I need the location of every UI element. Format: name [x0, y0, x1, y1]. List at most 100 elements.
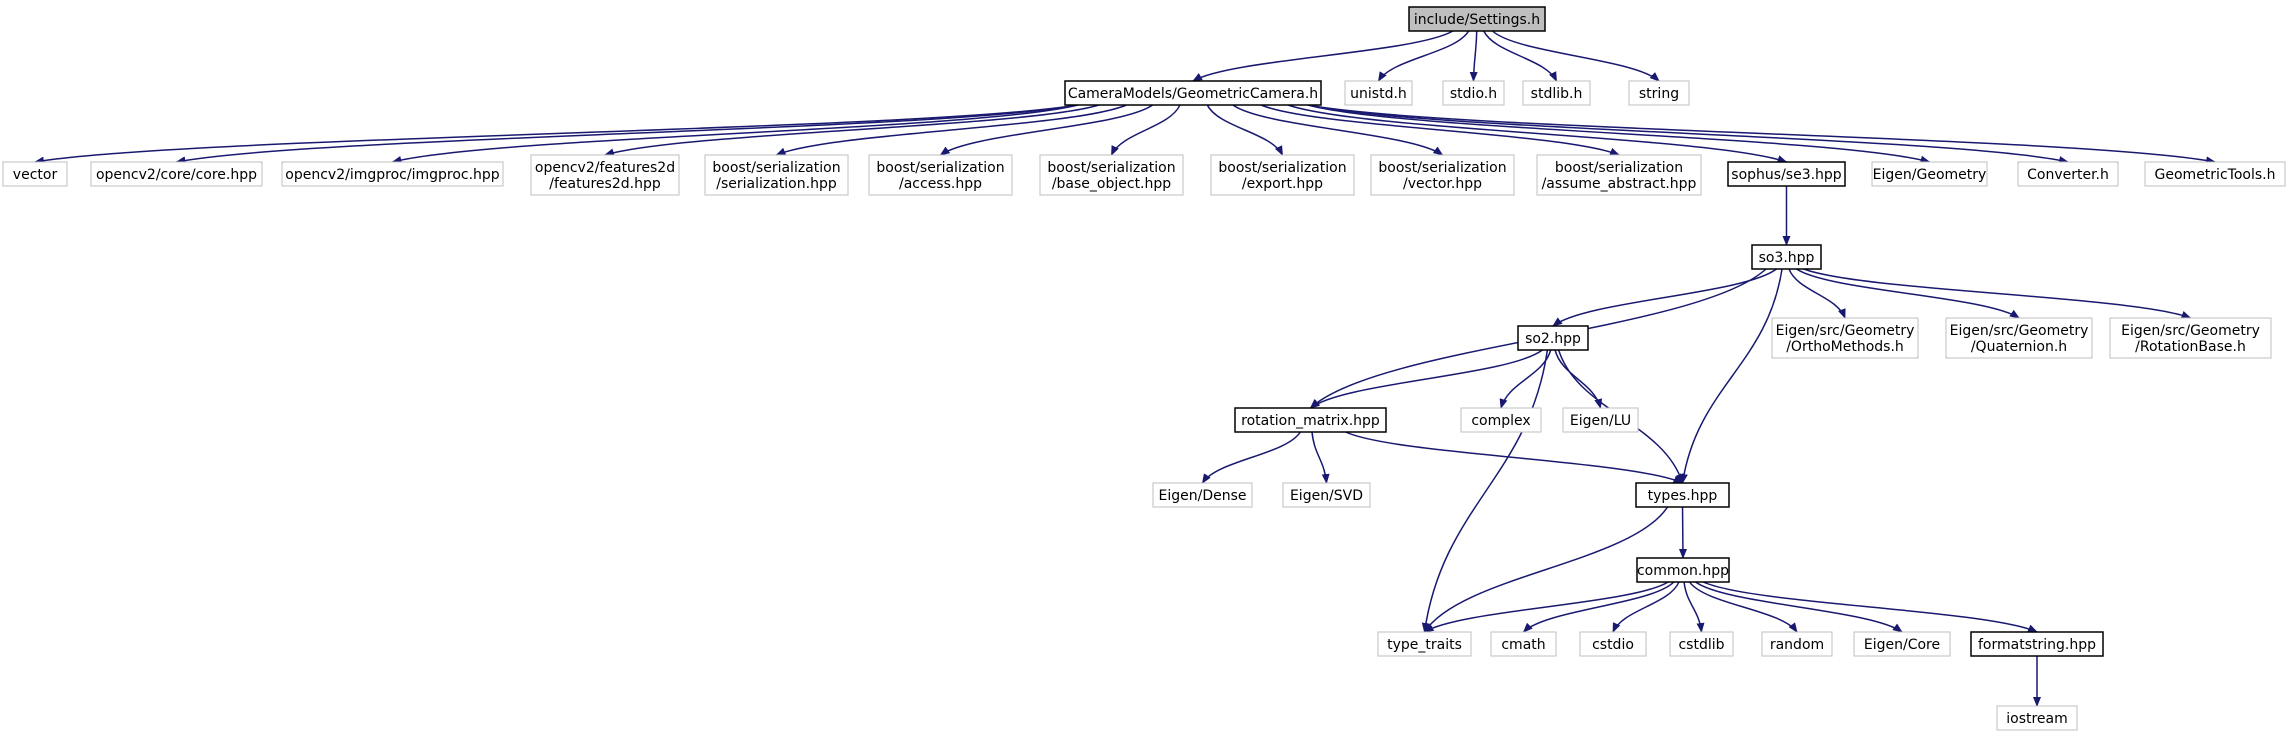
node-converter-box [2017, 161, 2119, 187]
node-complex: complex [1460, 407, 1542, 433]
edge-common-to-eigencore [1695, 581, 1903, 633]
edge-so2-to-typetraits [1421, 349, 1549, 633]
node-converter-label: Converter.h [2027, 167, 2109, 183]
node-vector: vector [2, 161, 68, 187]
node-rotmat-label: rotation_matrix.hpp [1241, 413, 1380, 429]
node-bbase: boost/serialization/base_object.hpp [1039, 154, 1184, 196]
node-geomtools: GeometricTools.h [2144, 161, 2286, 187]
node-eigensvd: Eigen/SVD [1282, 482, 1371, 508]
node-bser-box [704, 154, 849, 196]
edge-so3-to-rotbase [1803, 268, 2192, 319]
node-types-label: types.hpp [1648, 488, 1718, 504]
node-formatstring[interactable]: formatstring.hpp [1970, 631, 2104, 657]
node-rotbase: Eigen/src/Geometry/RotationBase.h [2109, 317, 2272, 359]
edge-geometriccamera-to-baccess [939, 104, 1154, 156]
edge-geometriccamera-to-converter [1308, 104, 2069, 164]
node-cmath: cmath [1490, 631, 1557, 657]
node-eigenlu-box [1562, 407, 1639, 433]
node-string-label: string [1639, 86, 1679, 102]
node-quat: Eigen/src/Geometry/Quaternion.h [1945, 317, 2093, 359]
node-types[interactable]: types.hpp [1635, 482, 1730, 508]
node-cstdio-box [1579, 631, 1647, 657]
node-eigensvd-label: Eigen/SVD [1290, 488, 1363, 504]
edge-geometriccamera-to-se3 [1287, 104, 1788, 163]
edge-settings-to-stdlib [1483, 30, 1558, 82]
node-eigenlu-label: Eigen/LU [1570, 413, 1631, 429]
node-cvcore: opencv2/core/core.hpp [90, 161, 263, 187]
edge-rotmat-to-types [1345, 431, 1684, 484]
node-string: string [1628, 80, 1690, 106]
node-geomtools-box [2144, 161, 2286, 187]
node-cstdlib-box [1669, 631, 1734, 657]
edge-geometriccamera-to-cvfeatures [604, 104, 1100, 157]
edge-common-to-cmath [1522, 581, 1675, 633]
node-babstract: boost/serialization/assume_abstract.hpp [1536, 154, 1702, 196]
node-settings-box [1408, 6, 1546, 32]
node-rotbase-label: Eigen/src/Geometry [2121, 323, 2260, 339]
edge-geometriccamera-to-bexport [1206, 104, 1284, 156]
node-eigencore-box [1853, 631, 1951, 657]
node-cvfeatures-label: /features2d.hpp [549, 176, 661, 192]
node-babstract-label: boost/serialization [1555, 160, 1683, 176]
node-se3-box [1727, 161, 1846, 187]
node-formatstring-box [1970, 631, 2104, 657]
edge-geometriccamera-to-cvimgproc [391, 104, 1078, 164]
node-iostream: iostream [1996, 705, 2078, 731]
node-bbase-box [1039, 154, 1184, 196]
edge-geometriccamera-to-bvector [1232, 104, 1444, 156]
node-bbase-label: boost/serialization [1047, 160, 1175, 176]
node-bser-label: /serialization.hpp [716, 176, 837, 192]
node-so3[interactable]: so3.hpp [1751, 244, 1822, 270]
node-complex-box [1460, 407, 1542, 433]
node-quat-label: /Quaternion.h [1971, 339, 2067, 355]
node-random-box [1761, 631, 1833, 657]
edge-so3-to-quat [1796, 268, 2020, 319]
node-geometriccamera[interactable]: CameraModels/GeometricCamera.h [1064, 80, 1322, 106]
node-so2[interactable]: so2.hpp [1517, 325, 1589, 351]
node-ortho-label: Eigen/src/Geometry [1776, 323, 1915, 339]
node-baccess: boost/serialization/access.hpp [868, 154, 1013, 196]
edge-settings-to-geometriccamera [1192, 30, 1454, 82]
node-cvimgproc-box [281, 161, 504, 187]
node-vector-label: vector [13, 167, 58, 183]
node-cvfeatures-box [530, 154, 680, 196]
node-eigendense: Eigen/Dense [1152, 482, 1253, 508]
edge-settings-to-string [1491, 30, 1660, 82]
node-unistd-box [1344, 80, 1413, 106]
node-bbase-label: /base_object.hpp [1052, 176, 1171, 192]
node-bvector-label: /vector.hpp [1403, 176, 1482, 192]
node-settings[interactable]: include/Settings.h [1408, 6, 1546, 32]
edge-geometriccamera-to-eigengeom [1308, 104, 1931, 164]
edge-so3-to-types [1679, 268, 1783, 484]
node-rotbase-label: /RotationBase.h [2135, 339, 2246, 355]
node-iostream-box [1996, 705, 2078, 731]
node-cstdio-label: cstdio [1592, 637, 1634, 653]
edge-so2-to-rotmat [1309, 349, 1543, 409]
node-cstdio: cstdio [1579, 631, 1647, 657]
node-cvcore-box [90, 161, 263, 187]
node-cvfeatures: opencv2/features2d/features2d.hpp [530, 154, 680, 196]
node-ortho: Eigen/src/Geometry/OrthoMethods.h [1771, 317, 1919, 359]
node-stdlib: stdlib.h [1522, 80, 1591, 106]
node-common-label: common.hpp [1637, 563, 1729, 579]
edge-so3-to-so2 [1552, 268, 1777, 327]
edge-common-to-cstdlib [1683, 581, 1705, 633]
node-baccess-box [868, 154, 1013, 196]
edge-settings-to-unistd [1377, 30, 1470, 82]
node-eigengeom-box [1871, 161, 1988, 187]
node-so2-label: so2.hpp [1525, 331, 1581, 347]
node-unistd-label: unistd.h [1350, 86, 1407, 102]
edge-types-to-typetraits [1423, 506, 1669, 633]
node-converter: Converter.h [2017, 161, 2119, 187]
node-common-box [1636, 557, 1730, 583]
node-vector-box [2, 161, 68, 187]
node-ortho-box [1771, 317, 1919, 359]
node-baccess-label: /access.hpp [899, 176, 982, 192]
node-common[interactable]: common.hpp [1636, 557, 1730, 583]
node-babstract-box [1536, 154, 1702, 196]
node-rotmat-box [1234, 407, 1387, 433]
node-se3[interactable]: sophus/se3.hpp [1727, 161, 1846, 187]
node-bexport-box [1210, 154, 1355, 196]
node-rotmat[interactable]: rotation_matrix.hpp [1234, 407, 1387, 433]
